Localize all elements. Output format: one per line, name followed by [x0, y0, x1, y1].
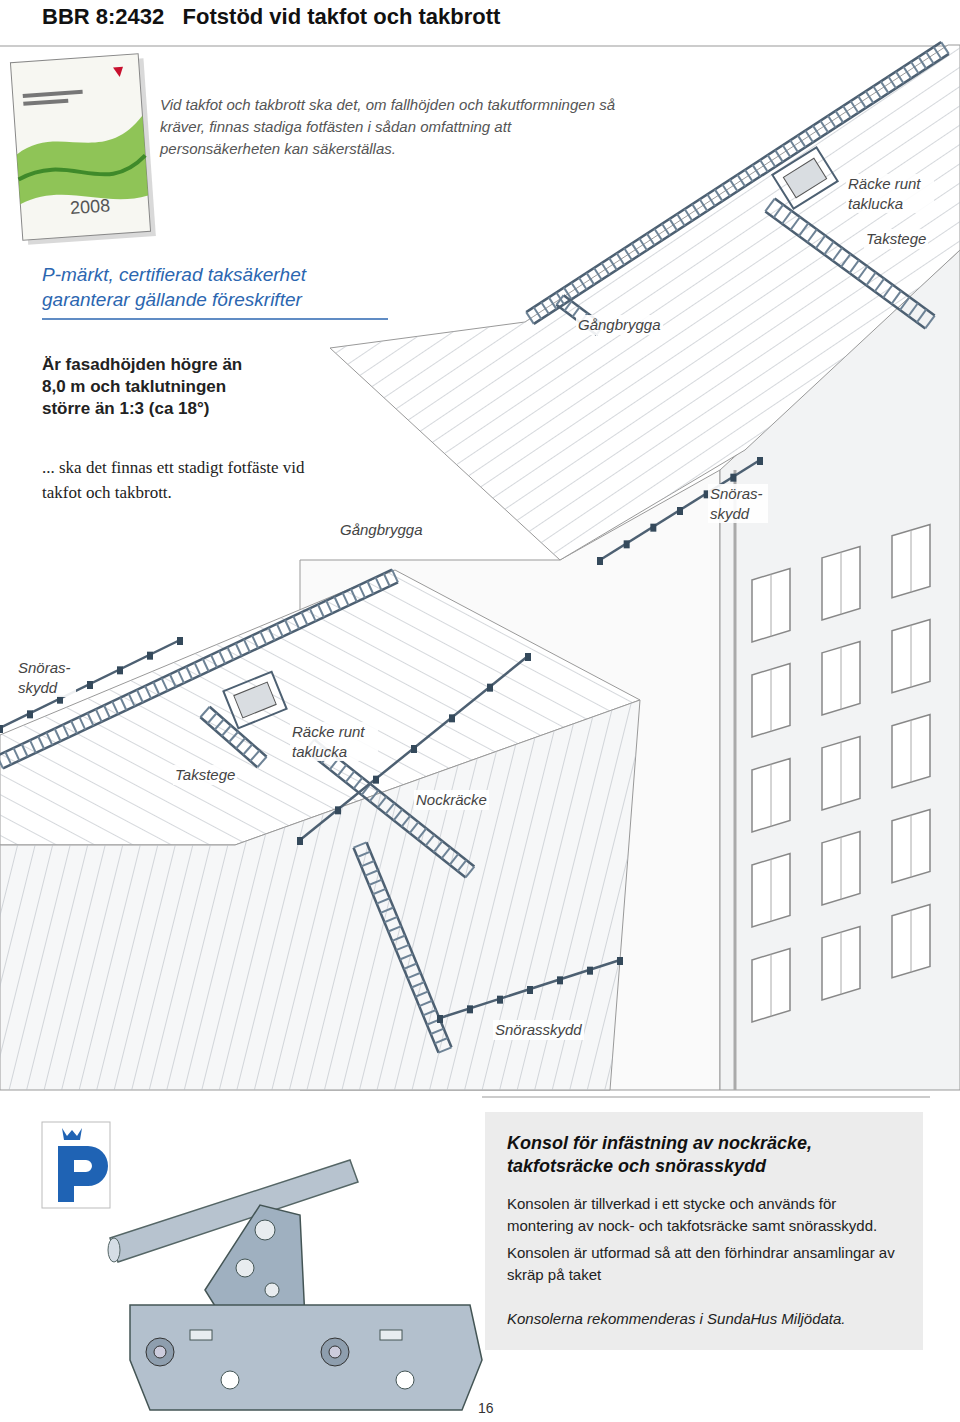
box-heading: Konsol för infästning av nockräcke, takf… — [507, 1132, 901, 1179]
window — [892, 714, 930, 787]
window — [752, 759, 790, 832]
window-bar — [841, 647, 842, 709]
window — [822, 736, 860, 809]
book-cover — [10, 53, 155, 245]
window-bar — [771, 574, 772, 636]
part-label: Gångbrygga — [576, 315, 663, 335]
window — [892, 524, 930, 597]
window — [822, 831, 860, 904]
part-label: Nockräcke — [414, 790, 489, 810]
part-label: Räcke runt taklucka — [846, 174, 934, 213]
window — [822, 641, 860, 714]
part-label: Räcke runt taklucka — [290, 722, 378, 761]
window-bar — [771, 859, 772, 921]
window-bar — [911, 530, 912, 592]
window — [892, 904, 930, 977]
ladder — [765, 199, 934, 329]
window-bar — [841, 837, 842, 899]
window — [822, 926, 860, 999]
roof-hatch — [223, 672, 286, 729]
ladder — [0, 570, 398, 769]
window-bar — [841, 552, 842, 614]
roof-hatch — [772, 147, 837, 208]
window — [752, 854, 790, 927]
ladder — [354, 842, 452, 1052]
part-label: Takstege — [864, 229, 928, 249]
requirement-text: Är fasadhöjden högre än 8,0 m och taklut… — [42, 354, 262, 420]
heading-rule — [42, 318, 388, 320]
part-label: Gångbrygga — [338, 520, 425, 540]
window — [752, 664, 790, 737]
window — [822, 546, 860, 619]
box-body: Konsolen är utformad så att den förhindr… — [507, 1242, 901, 1286]
window-bar — [841, 742, 842, 804]
window — [892, 619, 930, 692]
header-rule — [0, 46, 960, 47]
front-roof-lower — [0, 700, 640, 1090]
window-bar — [911, 910, 912, 972]
windows — [752, 524, 930, 1022]
window-bar — [771, 669, 772, 731]
intro-text: Vid takfot och takbrott ska det, om fall… — [160, 94, 635, 159]
window-bar — [911, 720, 912, 782]
part-label: Snöras-skydd — [16, 658, 76, 697]
front-roof-lower-stripes — [0, 700, 640, 1090]
page-title: BBR 8:2432 Fotstöd vid takfot och takbro… — [42, 2, 922, 33]
info-box: Konsol för infästning av nockräcke, takf… — [485, 1112, 923, 1350]
rail — [0, 637, 183, 733]
window — [892, 809, 930, 882]
window — [752, 569, 790, 642]
box-body: Konsolen är tillverkad i ett stycke och … — [507, 1193, 901, 1237]
p-mark-logo — [42, 1122, 110, 1208]
book-year: 2008 — [69, 194, 130, 219]
window-bar — [771, 954, 772, 1016]
downpipe — [734, 470, 737, 1090]
page-number: 16 — [478, 1400, 508, 1416]
part-label: Takstege — [173, 765, 237, 785]
subheading: P-märkt, certifierad taksäkerhet garante… — [42, 263, 392, 312]
window-bar — [841, 932, 842, 994]
bracket-drawing — [108, 1160, 482, 1410]
box-rule — [482, 1097, 930, 1098]
ladder — [526, 42, 949, 324]
rail — [437, 957, 623, 1023]
part-label: Snörasskydd — [493, 1020, 584, 1040]
window-bar — [911, 625, 912, 687]
window — [752, 949, 790, 1022]
window-bar — [771, 764, 772, 826]
roof-fixtures — [0, 42, 949, 1053]
window-bar — [911, 815, 912, 877]
requirement-text: ... ska det finnas ett stadigt fotfäste … — [42, 456, 307, 505]
part-label: Snöras-skydd — [708, 484, 768, 523]
box-note: Konsolerna rekommenderas i SundaHus Milj… — [507, 1308, 901, 1330]
